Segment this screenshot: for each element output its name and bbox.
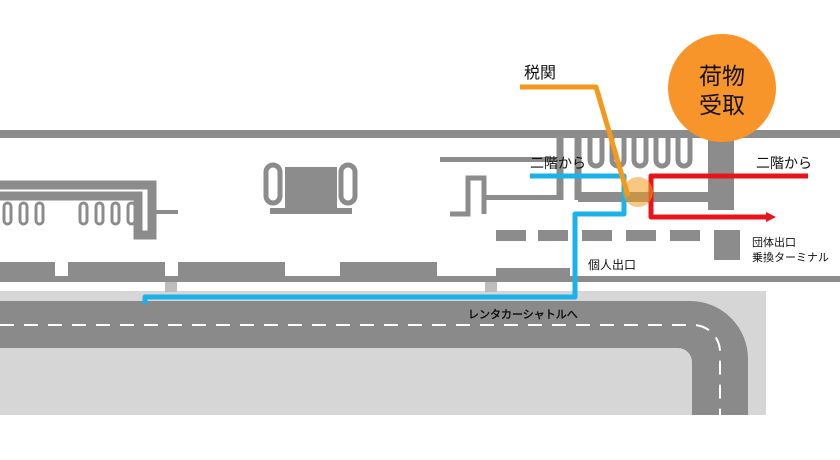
wall-segment	[340, 262, 437, 276]
lower-wall	[0, 276, 840, 282]
transfer-terminal-label: 乗換ターミナル	[752, 251, 829, 264]
wall-segment	[496, 268, 570, 282]
upper-wall	[0, 130, 840, 138]
corridor-bar	[486, 195, 560, 200]
individual-exit-label: 個人出口	[588, 258, 636, 272]
road	[0, 291, 766, 415]
corridor-bar	[440, 157, 560, 162]
exit-lanes	[496, 230, 740, 260]
road-surface	[0, 301, 748, 415]
wall-segment	[178, 262, 285, 276]
baggage-label-line1: 荷物	[699, 64, 745, 90]
terminal-structure	[0, 130, 840, 292]
post	[165, 282, 177, 292]
group-exit-label: 団体出口	[752, 235, 796, 249]
left-carousel	[0, 180, 178, 240]
route-orange	[520, 84, 631, 197]
wall-segment	[68, 262, 165, 276]
customs-label: 税関	[524, 63, 556, 82]
left-carousel-outline	[0, 180, 157, 240]
route-red-arrowhead	[766, 212, 776, 222]
from-second-floor-red-label: 二階から	[756, 156, 812, 172]
baggage-claim-badge	[668, 34, 776, 142]
from-second-floor-blue-label: 二階から	[530, 156, 586, 172]
group-exit-gate	[714, 230, 740, 260]
meeting-point-highlight	[623, 177, 653, 207]
middle-carousel	[263, 162, 358, 214]
staircase	[450, 175, 487, 217]
post	[485, 282, 497, 292]
baggage-label-line2: 受取	[699, 93, 745, 119]
road-centerline	[0, 324, 721, 415]
rental-shuttle-label: レンタカーシャトルへ	[468, 308, 578, 321]
wall-segment	[0, 262, 55, 276]
